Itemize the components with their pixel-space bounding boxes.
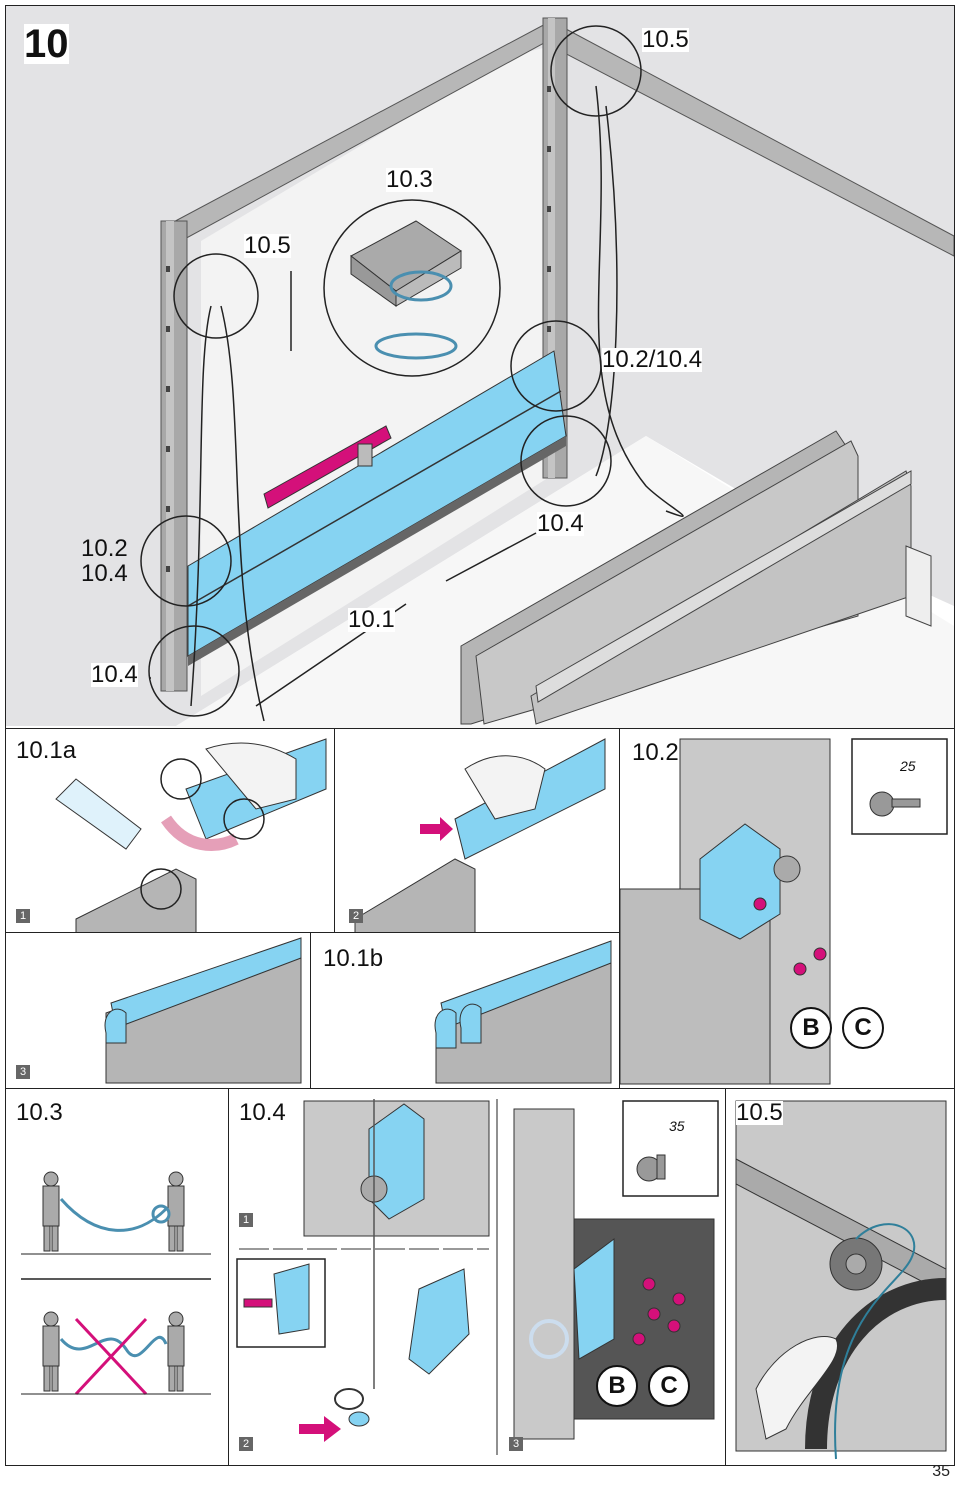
callout-label: 10.2/10.4	[602, 346, 703, 373]
hinge-bracket-illustration	[620, 738, 948, 1085]
callout-label: 10.5	[642, 26, 689, 53]
main-illustration-panel: 10 10.5 10.3 10.5 10.2/10.4 10.2 10.4 10…	[5, 5, 955, 730]
silicone-spray-illustration	[55, 738, 327, 933]
screw-type-letter: B	[596, 1365, 638, 1407]
callout-label: 10.1	[348, 606, 395, 633]
screw-type-letter: B	[790, 1007, 832, 1049]
panel-10-3: 10.3	[5, 1088, 230, 1466]
dimension-label: 25	[900, 758, 916, 774]
subpanel-title: 10.1b	[323, 945, 384, 972]
panel-10-1a-step3: 3	[5, 932, 312, 1090]
callout-label: 10.4	[91, 661, 138, 688]
screw-type-letter: C	[648, 1365, 690, 1407]
step-badge: 1	[239, 1213, 253, 1227]
step-badge: 1	[16, 909, 30, 923]
subpanel-title: 10.5	[736, 1099, 783, 1126]
subpanel-title: 10.2	[632, 739, 679, 766]
callout-label: 10.5	[244, 232, 291, 259]
panel-10-1a-step1: 10.1a 1	[5, 728, 336, 934]
subpanel-title: 10.4	[239, 1099, 286, 1126]
panel-10-1a-step2: 2	[334, 728, 621, 934]
dimension-label: 35	[669, 1118, 685, 1134]
panel-10-1b: 10.1b	[310, 932, 621, 1090]
seal-fitted-illustration	[104, 937, 302, 1084]
cable-drum-illustration	[735, 1100, 947, 1460]
screw-type-letter: C	[842, 1007, 884, 1049]
cable-bracket-illustration	[236, 1099, 719, 1455]
callout-label: 10.4	[537, 510, 584, 537]
subpanel-title: 10.1a	[16, 737, 77, 764]
door-installation-illustration	[6, 6, 954, 729]
panel-10-2: 10.2 25 B C	[619, 728, 955, 1090]
panel-10-5: 10.5	[725, 1088, 955, 1466]
step-badge: 2	[239, 1437, 253, 1451]
cable-handling-illustration	[21, 1171, 211, 1396]
callout-label: 10.2 10.4	[81, 535, 128, 588]
step-badge: 3	[16, 1065, 30, 1079]
callout-label: 10.3	[386, 166, 433, 193]
step-badge: 3	[509, 1437, 523, 1451]
page-number: 35	[932, 1463, 950, 1480]
double-seal-illustration	[434, 940, 612, 1084]
seal-insertion-illustration	[354, 738, 606, 933]
subpanel-title: 10.3	[16, 1099, 63, 1126]
step-badge: 2	[349, 909, 363, 923]
panel-10-4: 10.4 1 2 3 35 B C	[228, 1088, 727, 1466]
main-step-number: 10	[24, 22, 69, 66]
